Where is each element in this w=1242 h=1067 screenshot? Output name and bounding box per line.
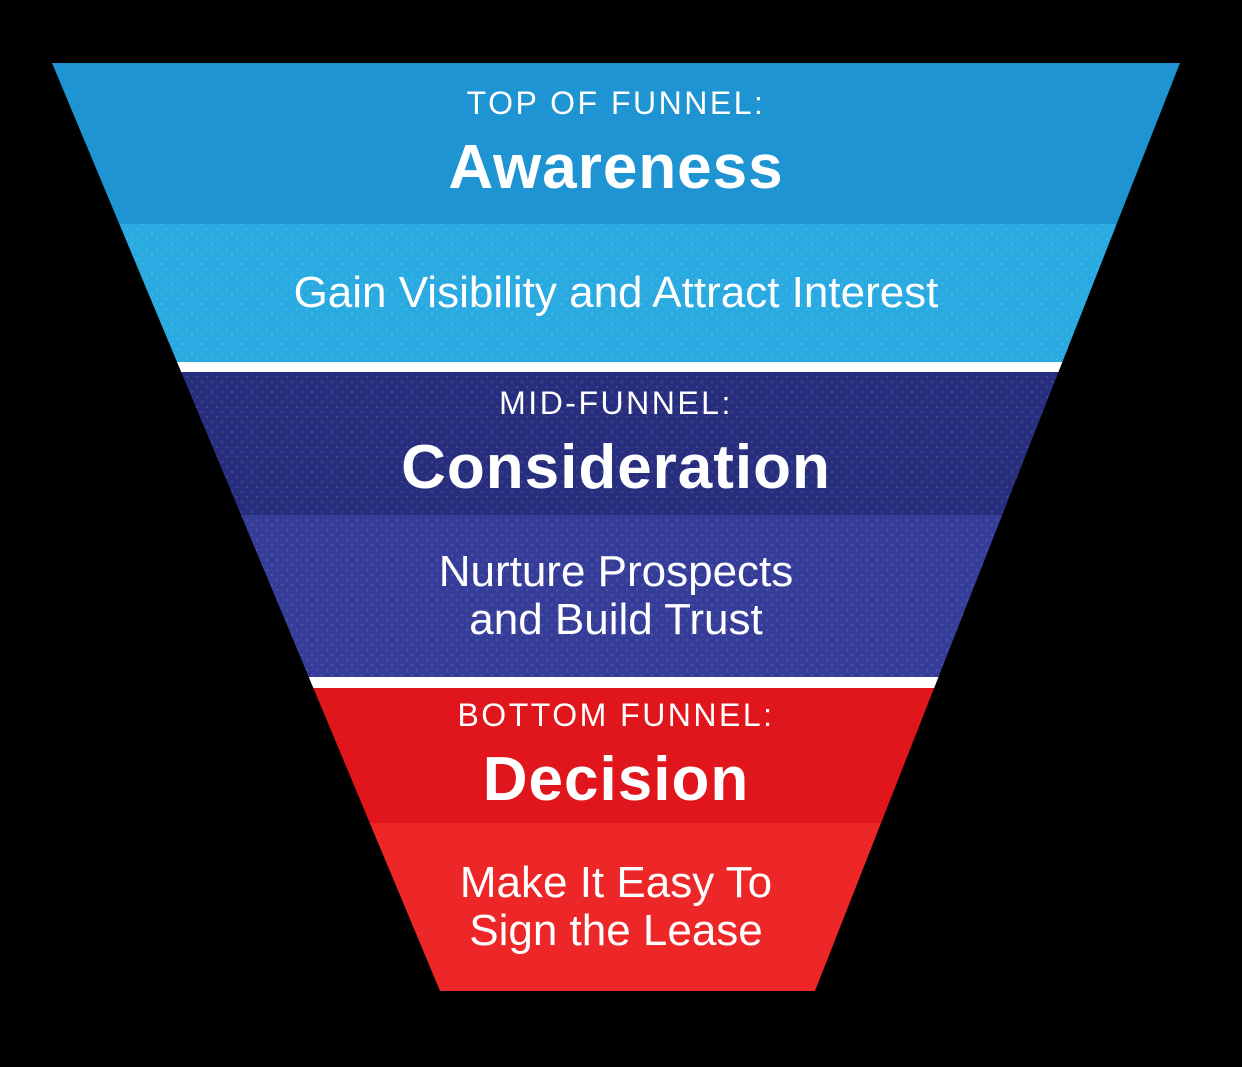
consideration-description-line: and Build Trust xyxy=(469,595,763,644)
decision-stage-label: BOTTOM FUNNEL: xyxy=(457,697,775,734)
decision-description-band: Make It Easy To Sign the Lease xyxy=(52,823,1180,991)
awareness-stage-title: Awareness xyxy=(448,132,784,202)
consideration-stage-label: MID-FUNNEL: xyxy=(499,385,733,422)
consideration-title-band: MID-FUNNEL: Consideration xyxy=(52,372,1180,515)
consideration-description-line: Nurture Prospects xyxy=(438,547,794,596)
decision-description-line: Sign the Lease xyxy=(469,906,763,955)
decision-description-line: Make It Easy To xyxy=(459,858,773,907)
decision-title-band: BOTTOM FUNNEL: Decision xyxy=(52,688,1180,823)
awareness-stage-label: TOP OF FUNNEL: xyxy=(466,85,766,122)
awareness-description-band: Gain Visibility and Attract Interest xyxy=(52,224,1180,362)
separator-consideration-decision xyxy=(52,677,1180,688)
awareness-description-line: Gain Visibility and Attract Interest xyxy=(293,268,939,317)
consideration-stage-title: Consideration xyxy=(401,432,831,502)
awareness-title-band: TOP OF FUNNEL: Awareness xyxy=(52,63,1180,224)
separator-awareness-consideration xyxy=(52,362,1180,372)
marketing-funnel: TOP OF FUNNEL: Awareness Gain Visibility… xyxy=(52,63,1180,991)
decision-stage-title: Decision xyxy=(482,744,750,814)
consideration-description-band: Nurture Prospects and Build Trust xyxy=(52,515,1180,677)
